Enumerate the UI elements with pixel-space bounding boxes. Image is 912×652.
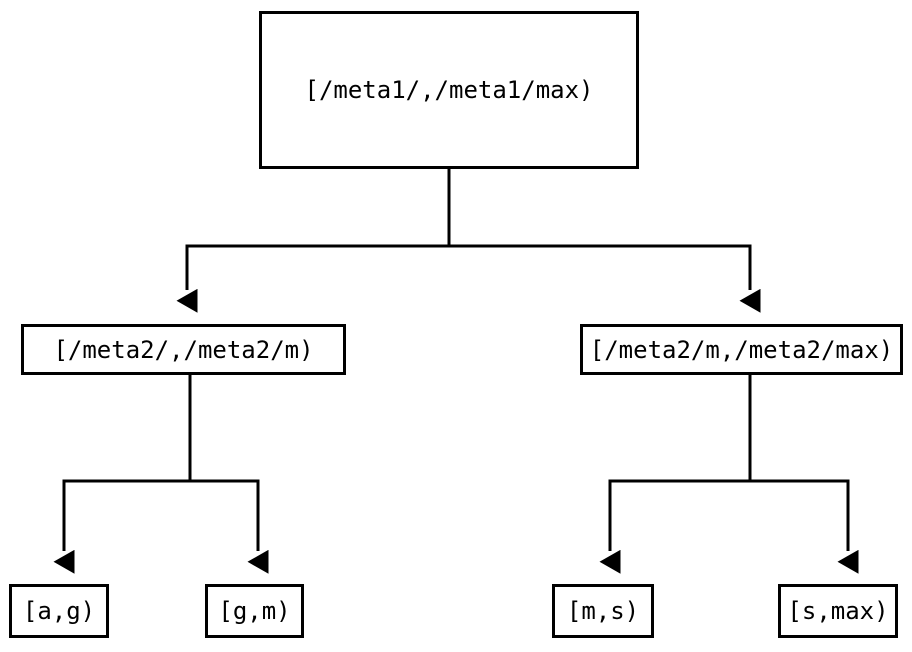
tree-node-leaf-gm[interactable]: [g,m): [205, 584, 304, 638]
tree-node-mid-right[interactable]: [/meta2/m,/meta2/max): [580, 324, 903, 375]
tree-node-mid-right-label: [/meta2/m,/meta2/max): [589, 335, 894, 364]
tree-node-leaf-ms-label: [m,s): [566, 597, 640, 625]
tree-node-leaf-ag-label: [a,g): [22, 597, 96, 625]
tree-node-leaf-ag[interactable]: [a,g): [9, 584, 109, 638]
edge-mid-left-to-leaf-gm: [188, 375, 269, 574]
edge-mid-right-to-leaf-ms: [599, 375, 752, 574]
tree-node-leaf-smax[interactable]: [s,max): [778, 584, 898, 638]
tree-node-leaf-ms[interactable]: [m,s): [552, 584, 654, 638]
edge-root-to-mid-left: [176, 169, 451, 313]
tree-node-root-label: [/meta1/,/meta1/max): [304, 76, 594, 104]
tree-node-mid-left[interactable]: [/meta2/,/meta2/m): [21, 324, 346, 375]
tree-node-leaf-smax-label: [s,max): [787, 597, 889, 625]
edge-root-to-mid-right: [447, 169, 761, 313]
edge-mid-right-to-leaf-smax: [748, 375, 859, 574]
edge-mid-left-to-leaf-ag: [53, 375, 192, 574]
tree-node-mid-left-label: [/meta2/,/meta2/m): [53, 335, 314, 364]
tree-node-leaf-gm-label: [g,m): [218, 597, 291, 625]
tree-node-root[interactable]: [/meta1/,/meta1/max): [259, 11, 639, 169]
